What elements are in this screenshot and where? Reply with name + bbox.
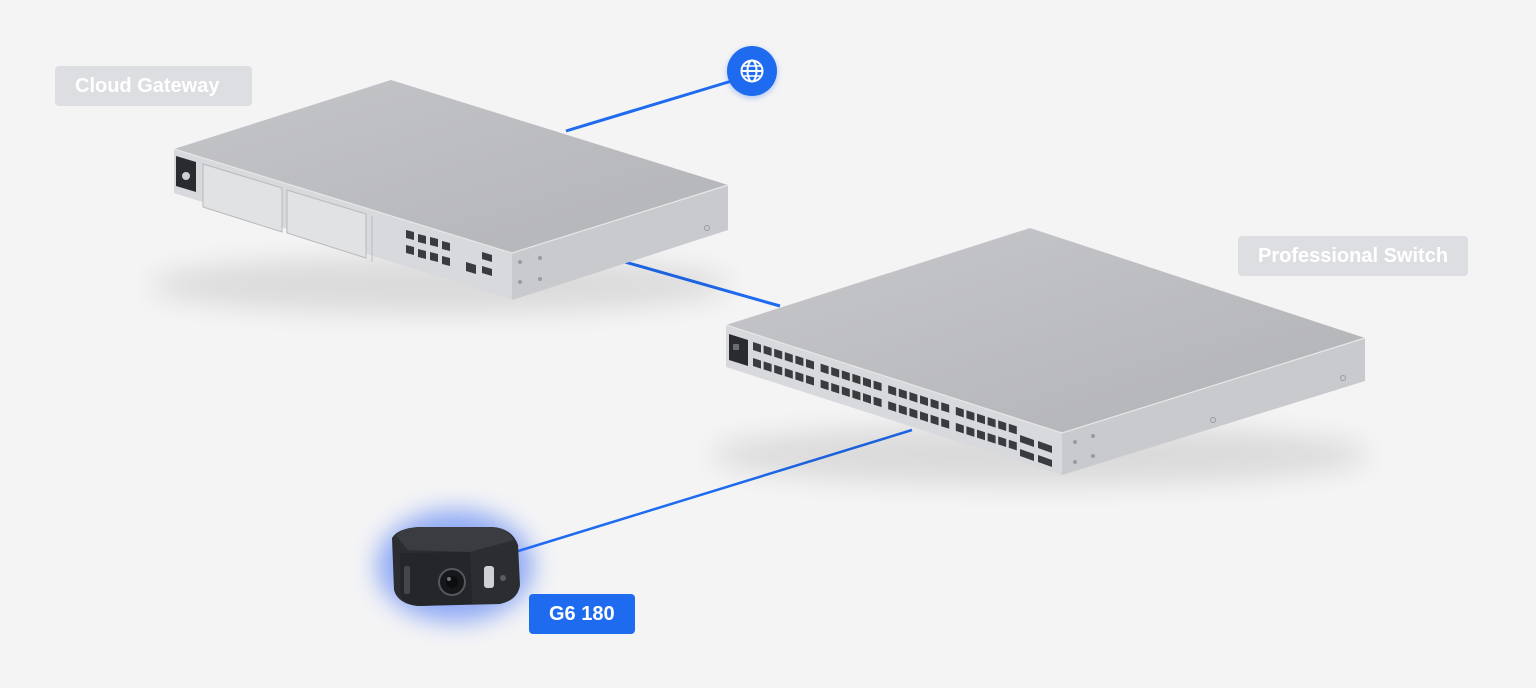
g6-180-camera[interactable] [377, 510, 533, 622]
switch-ports [753, 342, 1017, 451]
globe-icon [740, 59, 764, 83]
professional-switch-device[interactable] [710, 228, 1370, 485]
gateway-ports [406, 230, 492, 276]
cloud-gateway-device[interactable] [150, 80, 730, 313]
g6-180-label[interactable]: G6 180 [529, 594, 635, 634]
link-gateway-internet [565, 78, 736, 133]
professional-switch-label[interactable]: Professional Switch [1238, 236, 1469, 276]
cloud-gateway-label[interactable]: Cloud Gateway [55, 66, 252, 106]
internet-globe-button[interactable] [727, 46, 777, 96]
